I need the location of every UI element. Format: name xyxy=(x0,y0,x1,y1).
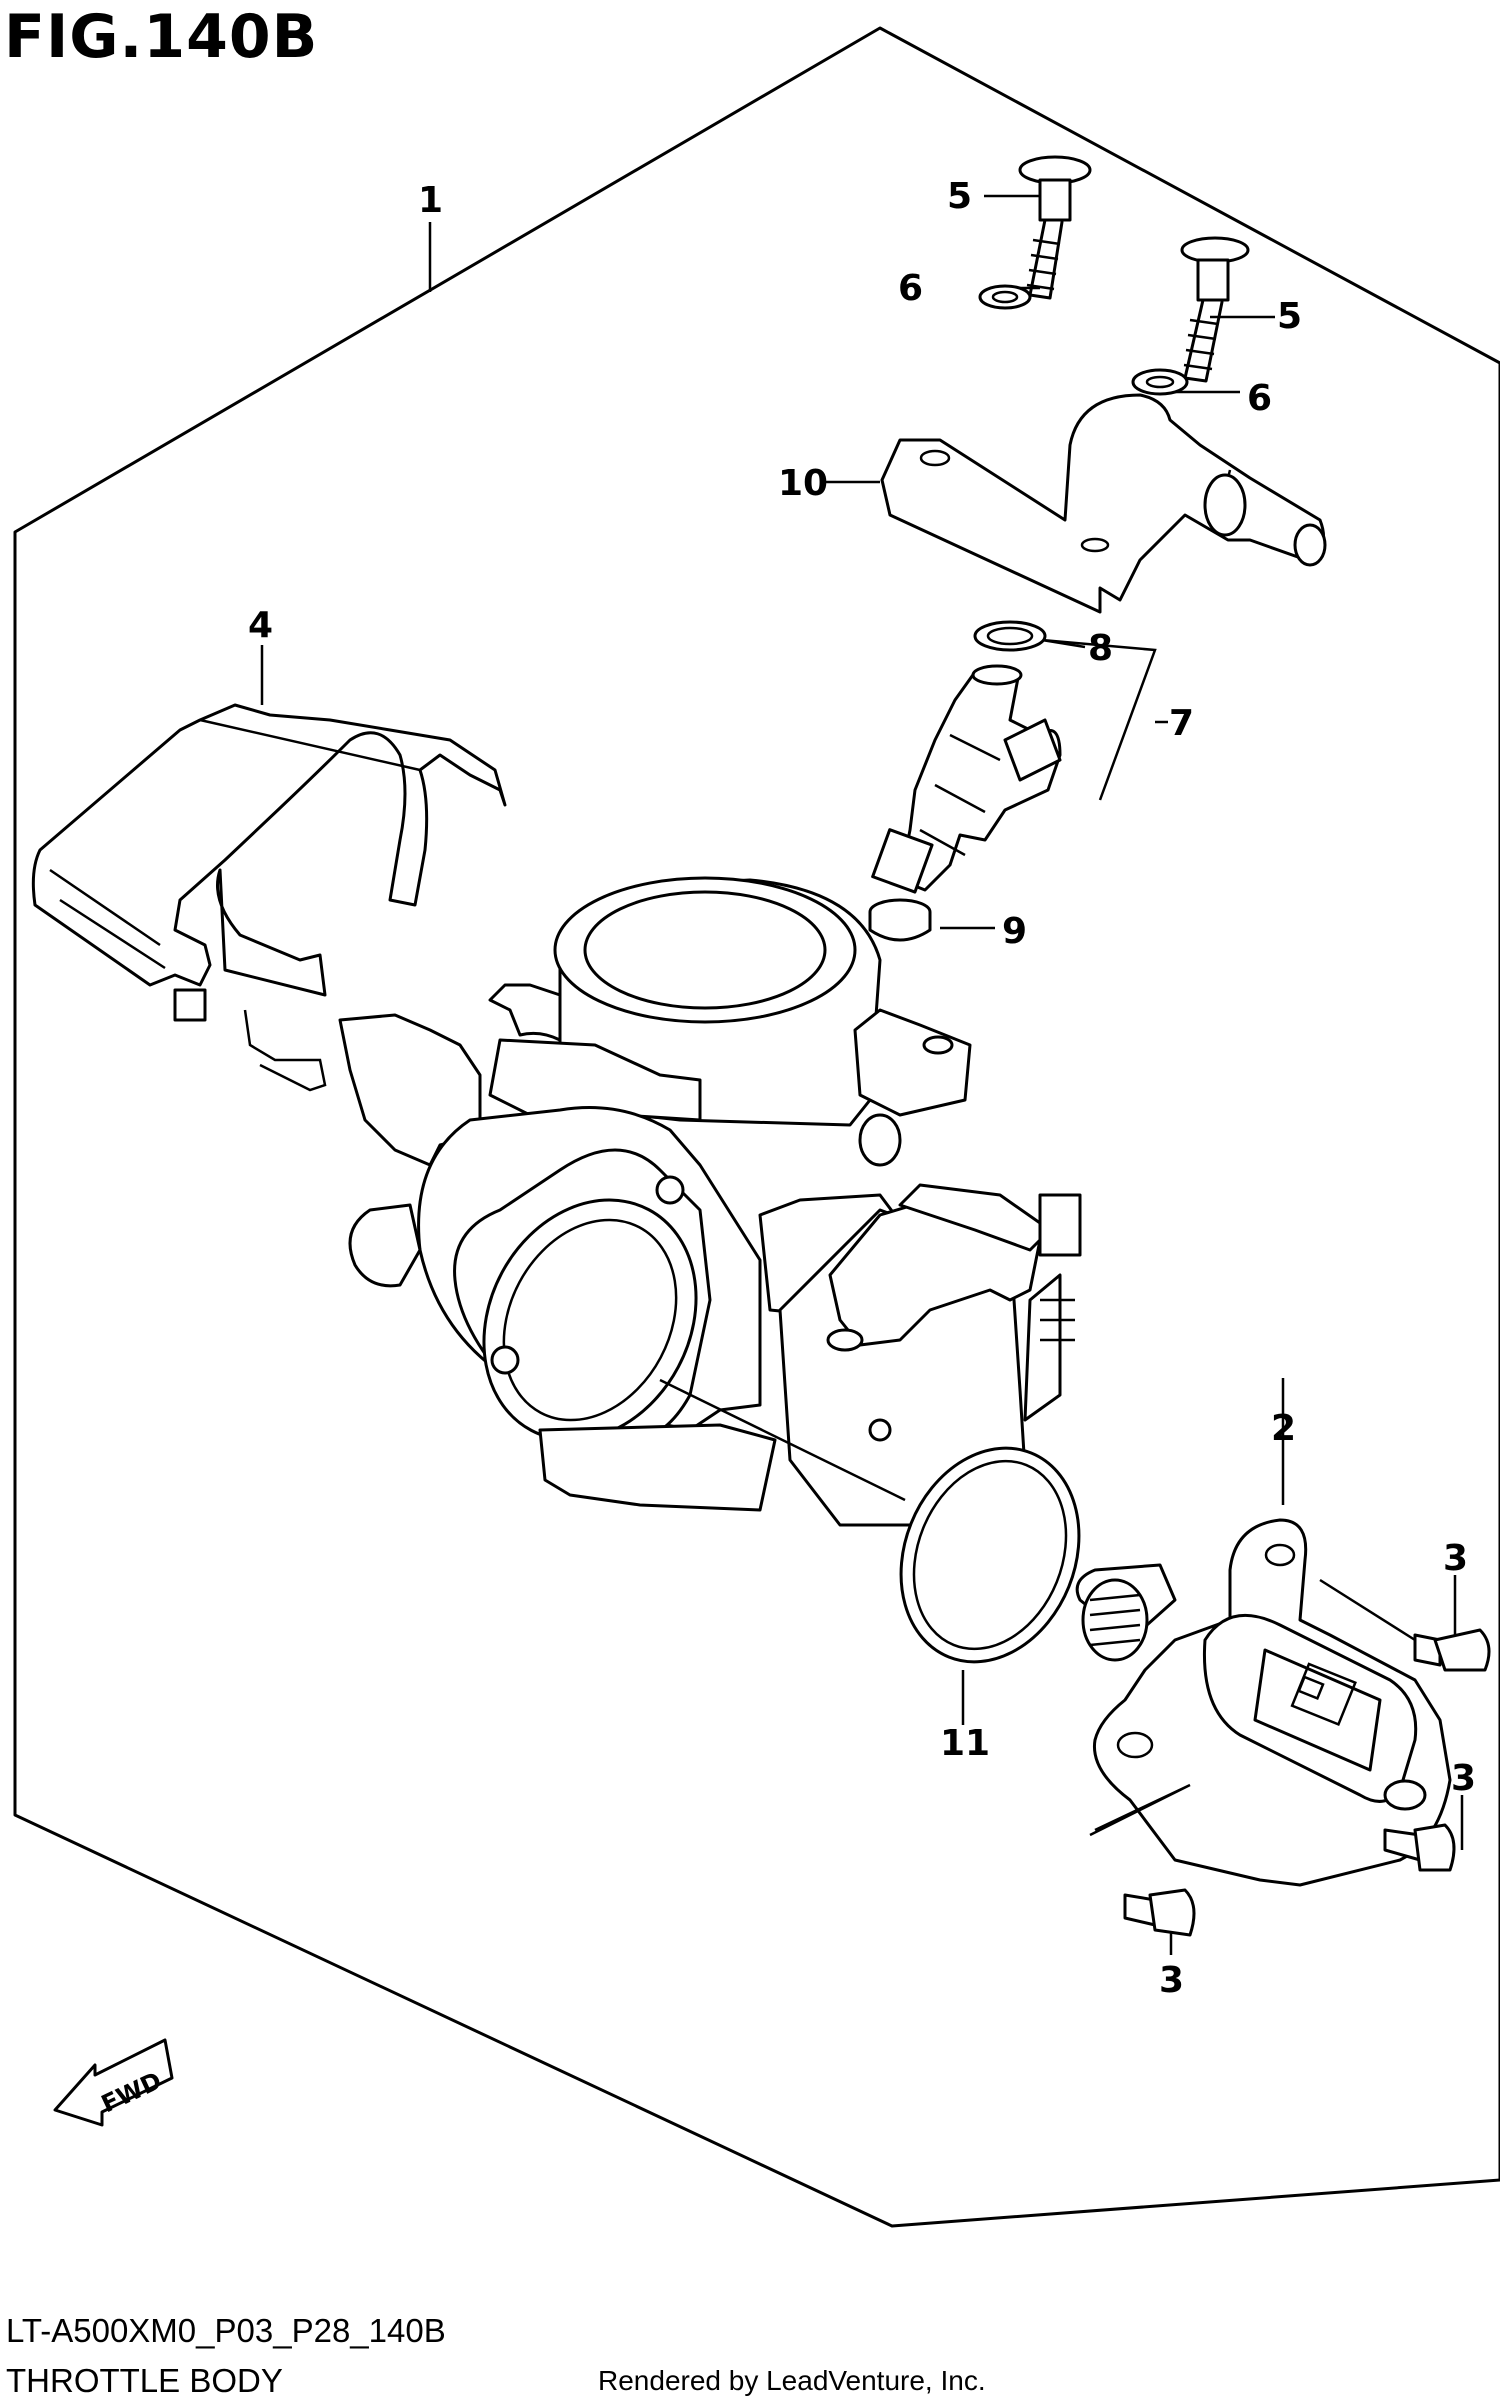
idle-control-valve xyxy=(1075,1518,1491,1937)
throttle-body-oring xyxy=(899,1446,1081,1664)
callout-1: 1 xyxy=(418,180,443,221)
callout-10: 10 xyxy=(778,463,828,504)
callout-3: 3 xyxy=(1451,1758,1476,1799)
callout-5: 5 xyxy=(1277,296,1302,337)
callout-labels: 1 2 3 3 3 4 5 5 6 6 7 8 9 10 11 xyxy=(248,176,1476,2001)
assembly-boundary xyxy=(13,26,1500,2228)
injector-holder-assembly xyxy=(880,155,1327,614)
callout-2: 2 xyxy=(1271,1408,1296,1449)
callout-4: 4 xyxy=(248,605,273,646)
fuel-injector-assembly xyxy=(871,620,1062,894)
callout-3: 3 xyxy=(1443,1538,1468,1579)
callout-9: 9 xyxy=(1002,911,1027,952)
callout-5: 5 xyxy=(947,176,972,217)
callout-6: 6 xyxy=(898,268,923,309)
leader-lines xyxy=(260,194,1464,1955)
figure-title: FIG.140B xyxy=(4,2,319,72)
figure-code: LT-A500XM0_P03_P28_140B xyxy=(6,2312,446,2349)
callout-7: 7 xyxy=(1169,703,1194,744)
forward-direction-arrow: FWD xyxy=(53,2038,174,2127)
callout-3: 3 xyxy=(1159,1960,1184,2001)
figure-name: THROTTLE BODY xyxy=(6,2362,283,2399)
render-credit: Rendered by LeadVenture, Inc. xyxy=(598,2365,986,2396)
callout-6: 6 xyxy=(1247,378,1272,419)
bracket xyxy=(31,703,507,1092)
callout-8: 8 xyxy=(1088,628,1113,669)
injector-seal xyxy=(868,898,932,942)
throttle-body xyxy=(338,876,1082,1527)
callout-11: 11 xyxy=(940,1723,990,1764)
